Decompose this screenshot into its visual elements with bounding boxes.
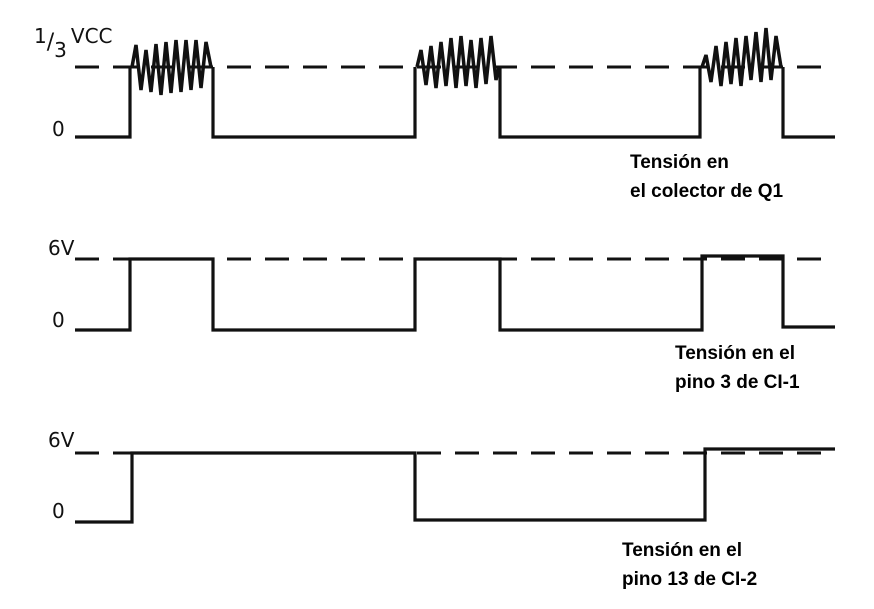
- caption-line: pino 13 de CI-2: [622, 569, 758, 590]
- oscillation-burst-1: [130, 39, 213, 96]
- vcc-unit: VCC: [70, 24, 113, 48]
- caption-pin13-ci2: Tensión en el pino 13 de CI-2: [622, 536, 757, 594]
- oscillation-burst-2: [415, 35, 501, 89]
- caption-collector-q1: Tensión en el colector de Q1: [630, 148, 783, 206]
- waveform-collector-q1: [75, 67, 835, 139]
- caption-line: Tensión en el: [675, 343, 796, 364]
- zero-label-pin3: 0: [52, 308, 65, 332]
- level-label-6v-pin13: 6V: [48, 428, 75, 452]
- caption-line: pino 3 de CI-1: [675, 372, 800, 393]
- fraction-denominator: 3: [54, 38, 67, 62]
- level-label-6v-pin3: 6V: [48, 236, 75, 260]
- caption-pin3-ci1: Tensión en el pino 3 de CI-1: [675, 339, 800, 397]
- zero-label-q1: 0: [52, 117, 65, 141]
- caption-line: Tensión en el: [622, 540, 743, 561]
- zero-label-pin13: 0: [52, 499, 65, 523]
- waveform-pin13-ci2: [75, 447, 835, 524]
- level-label-one-third-vcc: 1/3VCC: [34, 24, 113, 62]
- waveform-pin3-ci1: [75, 254, 835, 332]
- caption-line: Tensión en: [630, 152, 729, 173]
- oscillation-burst-3: [700, 27, 783, 87]
- fraction-numerator: 1: [34, 24, 47, 48]
- caption-line: el colector de Q1: [630, 181, 784, 202]
